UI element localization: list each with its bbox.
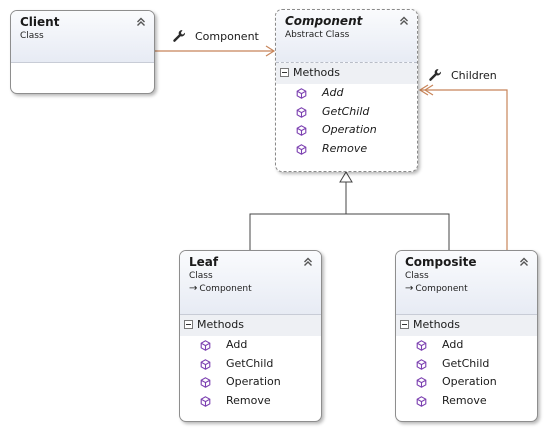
association-line-children [420,89,508,250]
right-arrow-icon: → [189,283,198,294]
class-kind: Abstract Class [285,30,350,40]
wrench-icon [173,30,185,42]
class-kind: Class [189,271,213,281]
method-cube-icon [200,377,211,388]
method-row[interactable]: Add [396,336,537,355]
section-label: Methods [293,66,340,79]
method-label: Operation [322,123,377,136]
class-box-client[interactable]: Client Class [10,10,155,94]
method-label: Operation [226,375,281,388]
inherits-from: →Component [189,282,321,296]
class-header[interactable]: Client Class [11,11,154,63]
wrench-icon [429,69,441,81]
method-label: Operation [442,375,497,388]
minus-square-icon[interactable] [400,320,409,329]
chevron-up-icon[interactable] [518,255,530,267]
method-cube-icon [296,88,307,99]
method-cube-icon [200,395,211,407]
class-kind: Class [20,31,44,41]
method-cube-icon [296,106,307,118]
method-label: GetChild [322,104,370,118]
class-header[interactable]: Leaf Class →Component [180,251,321,315]
method-cube-icon [296,143,307,155]
class-name: Leaf [189,255,219,269]
class-name: Composite [405,255,477,269]
inheritance-arrowhead [339,171,353,183]
class-box-leaf[interactable]: Leaf Class →Component Methods Add GetChi… [179,250,322,422]
method-cube-icon [200,358,211,370]
method-cube-icon [200,340,211,351]
class-kind: Class [405,271,429,281]
class-name: Client [20,15,60,29]
minus-square-icon[interactable] [280,68,289,77]
association-arrowhead-children-2 [423,84,434,96]
association-label-children: Children [451,69,497,82]
method-label: Add [226,338,248,351]
method-label: Remove [226,393,271,407]
class-box-composite[interactable]: Composite Class →Component Methods Add G… [395,250,538,422]
association-arrowhead-component [265,45,276,57]
method-cube-icon [416,358,427,370]
section-label: Methods [413,318,460,331]
chevron-up-icon[interactable] [135,15,147,27]
methods-section-header[interactable]: Methods [180,315,321,336]
method-label: Remove [442,393,487,407]
methods-section-header[interactable]: Methods [396,315,537,336]
method-row[interactable]: Operation [396,373,537,392]
class-header[interactable]: Component Abstract Class [276,10,417,63]
method-row[interactable]: Add [180,336,321,355]
method-row[interactable]: Operation [180,373,321,392]
chevron-up-icon[interactable] [302,255,314,267]
chevron-up-icon[interactable] [398,14,410,26]
method-row[interactable]: Remove [276,140,417,159]
inheritance-line-leaf [249,182,347,250]
method-label: GetChild [226,356,274,370]
method-row[interactable]: Operation [276,121,417,140]
method-row[interactable]: Remove [396,392,537,411]
method-label: Remove [322,141,368,155]
method-row[interactable]: Remove [180,392,321,411]
method-cube-icon [416,395,427,407]
association-arrowhead-children-1 [418,84,429,96]
section-label: Methods [197,318,244,331]
inherits-label: Component [415,284,468,294]
method-cube-icon [296,125,307,136]
inherits-label: Component [199,284,252,294]
association-label-component: Component [195,30,259,43]
right-arrow-icon: → [405,283,414,294]
method-label: GetChild [442,356,490,370]
class-header[interactable]: Composite Class →Component [396,251,537,315]
method-label: Add [322,86,344,99]
method-cube-icon [416,340,427,351]
methods-section-header[interactable]: Methods [276,63,417,84]
method-row[interactable]: Add [276,84,417,103]
method-row[interactable]: GetChild [180,355,321,374]
method-cube-icon [416,377,427,388]
inheritance-line-composite [346,213,450,250]
method-label: Add [442,338,464,351]
class-box-component[interactable]: Component Abstract Class Methods Add Get… [275,9,418,172]
class-name: Component [285,14,363,28]
method-row[interactable]: GetChild [276,103,417,122]
method-row[interactable]: GetChild [396,355,537,374]
inherits-from: →Component [405,282,537,296]
minus-square-icon[interactable] [184,320,193,329]
